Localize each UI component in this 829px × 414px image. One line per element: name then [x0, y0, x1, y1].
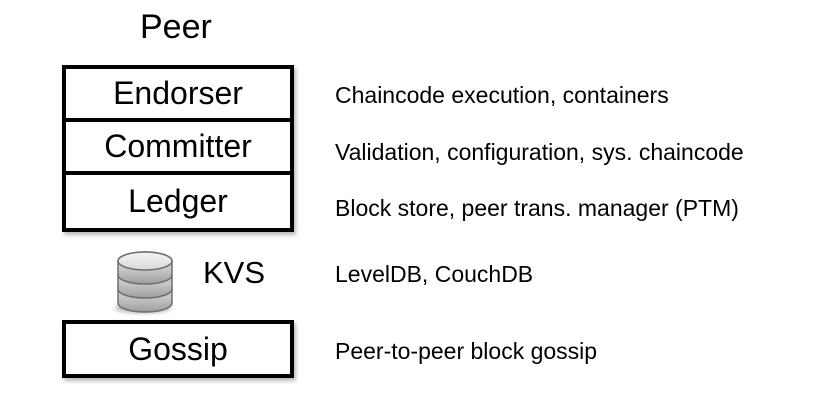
ledger-label: Ledger	[128, 183, 228, 219]
committer-box: Committer	[66, 122, 290, 175]
committer-label: Committer	[104, 128, 252, 164]
ledger-box: Ledger	[66, 175, 290, 228]
endorser-box: Endorser	[66, 69, 290, 122]
page-title: Peer	[140, 8, 212, 46]
ledger-description: Block store, peer trans. manager (PTM)	[335, 195, 739, 221]
gossip-description: Peer-to-peer block gossip	[335, 338, 598, 364]
gossip-box: Gossip	[62, 320, 294, 378]
peer-component-stack: Endorser Committer Ledger	[62, 65, 294, 232]
committer-description: Validation, configuration, sys. chaincod…	[335, 139, 744, 165]
gossip-label: Gossip	[128, 330, 228, 367]
kvs-description: LevelDB, CouchDB	[335, 261, 534, 287]
kvs-label: KVS	[203, 255, 266, 290]
database-icon	[110, 250, 180, 316]
endorser-description: Chaincode execution, containers	[335, 82, 669, 108]
endorser-label: Endorser	[113, 75, 243, 111]
